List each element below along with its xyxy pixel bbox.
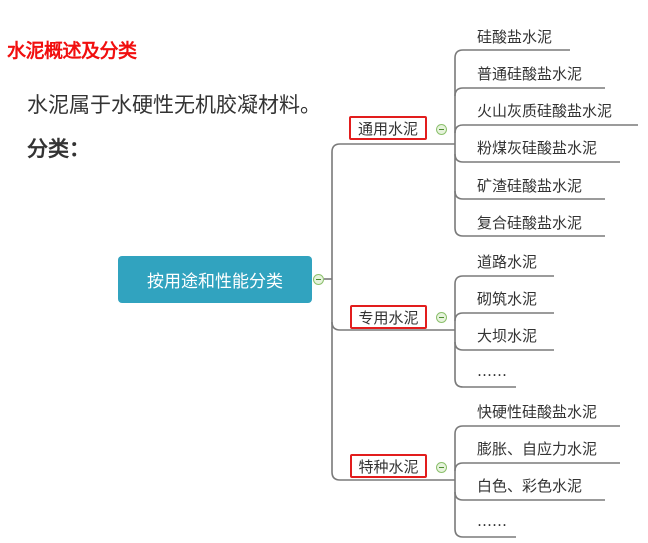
- leaf-node[interactable]: 火山灰质硅酸盐水泥: [477, 102, 613, 120]
- intro-text: 水泥属于水硬性无机胶凝材料。: [27, 93, 321, 117]
- page-title: 水泥概述及分类: [7, 40, 137, 62]
- leaf-node[interactable]: 膨胀、自应力水泥: [477, 440, 598, 458]
- branch-general-cement[interactable]: 通用水泥: [349, 116, 427, 140]
- classification-label: 分类：: [27, 136, 90, 161]
- collapse-branch-general-icon[interactable]: [436, 124, 447, 135]
- root-node[interactable]: 按用途和性能分类: [118, 256, 312, 303]
- branch-special-type-cement[interactable]: 特种水泥: [350, 454, 427, 478]
- leaf-node[interactable]: 大坝水泥: [477, 327, 538, 345]
- collapse-root-icon[interactable]: [313, 274, 324, 285]
- leaf-node[interactable]: ……: [477, 512, 507, 530]
- leaf-node[interactable]: 粉煤灰硅酸盐水泥: [477, 139, 598, 157]
- leaf-node[interactable]: 快硬性硅酸盐水泥: [477, 403, 598, 421]
- leaf-node[interactable]: 矿渣硅酸盐水泥: [477, 177, 583, 195]
- leaf-node[interactable]: 道路水泥: [477, 253, 538, 271]
- leaf-node[interactable]: 白色、彩色水泥: [477, 477, 583, 495]
- branch-special-purpose-cement[interactable]: 专用水泥: [350, 305, 427, 329]
- leaf-node[interactable]: 复合硅酸盐水泥: [477, 214, 583, 232]
- leaf-node[interactable]: 硅酸盐水泥: [477, 28, 553, 46]
- leaf-node[interactable]: 砌筑水泥: [477, 290, 538, 308]
- leaf-node[interactable]: 普通硅酸盐水泥: [477, 65, 583, 83]
- collapse-branch-special-purpose-icon[interactable]: [436, 312, 447, 323]
- collapse-branch-special-type-icon[interactable]: [436, 462, 447, 473]
- leaf-node[interactable]: ……: [477, 362, 507, 380]
